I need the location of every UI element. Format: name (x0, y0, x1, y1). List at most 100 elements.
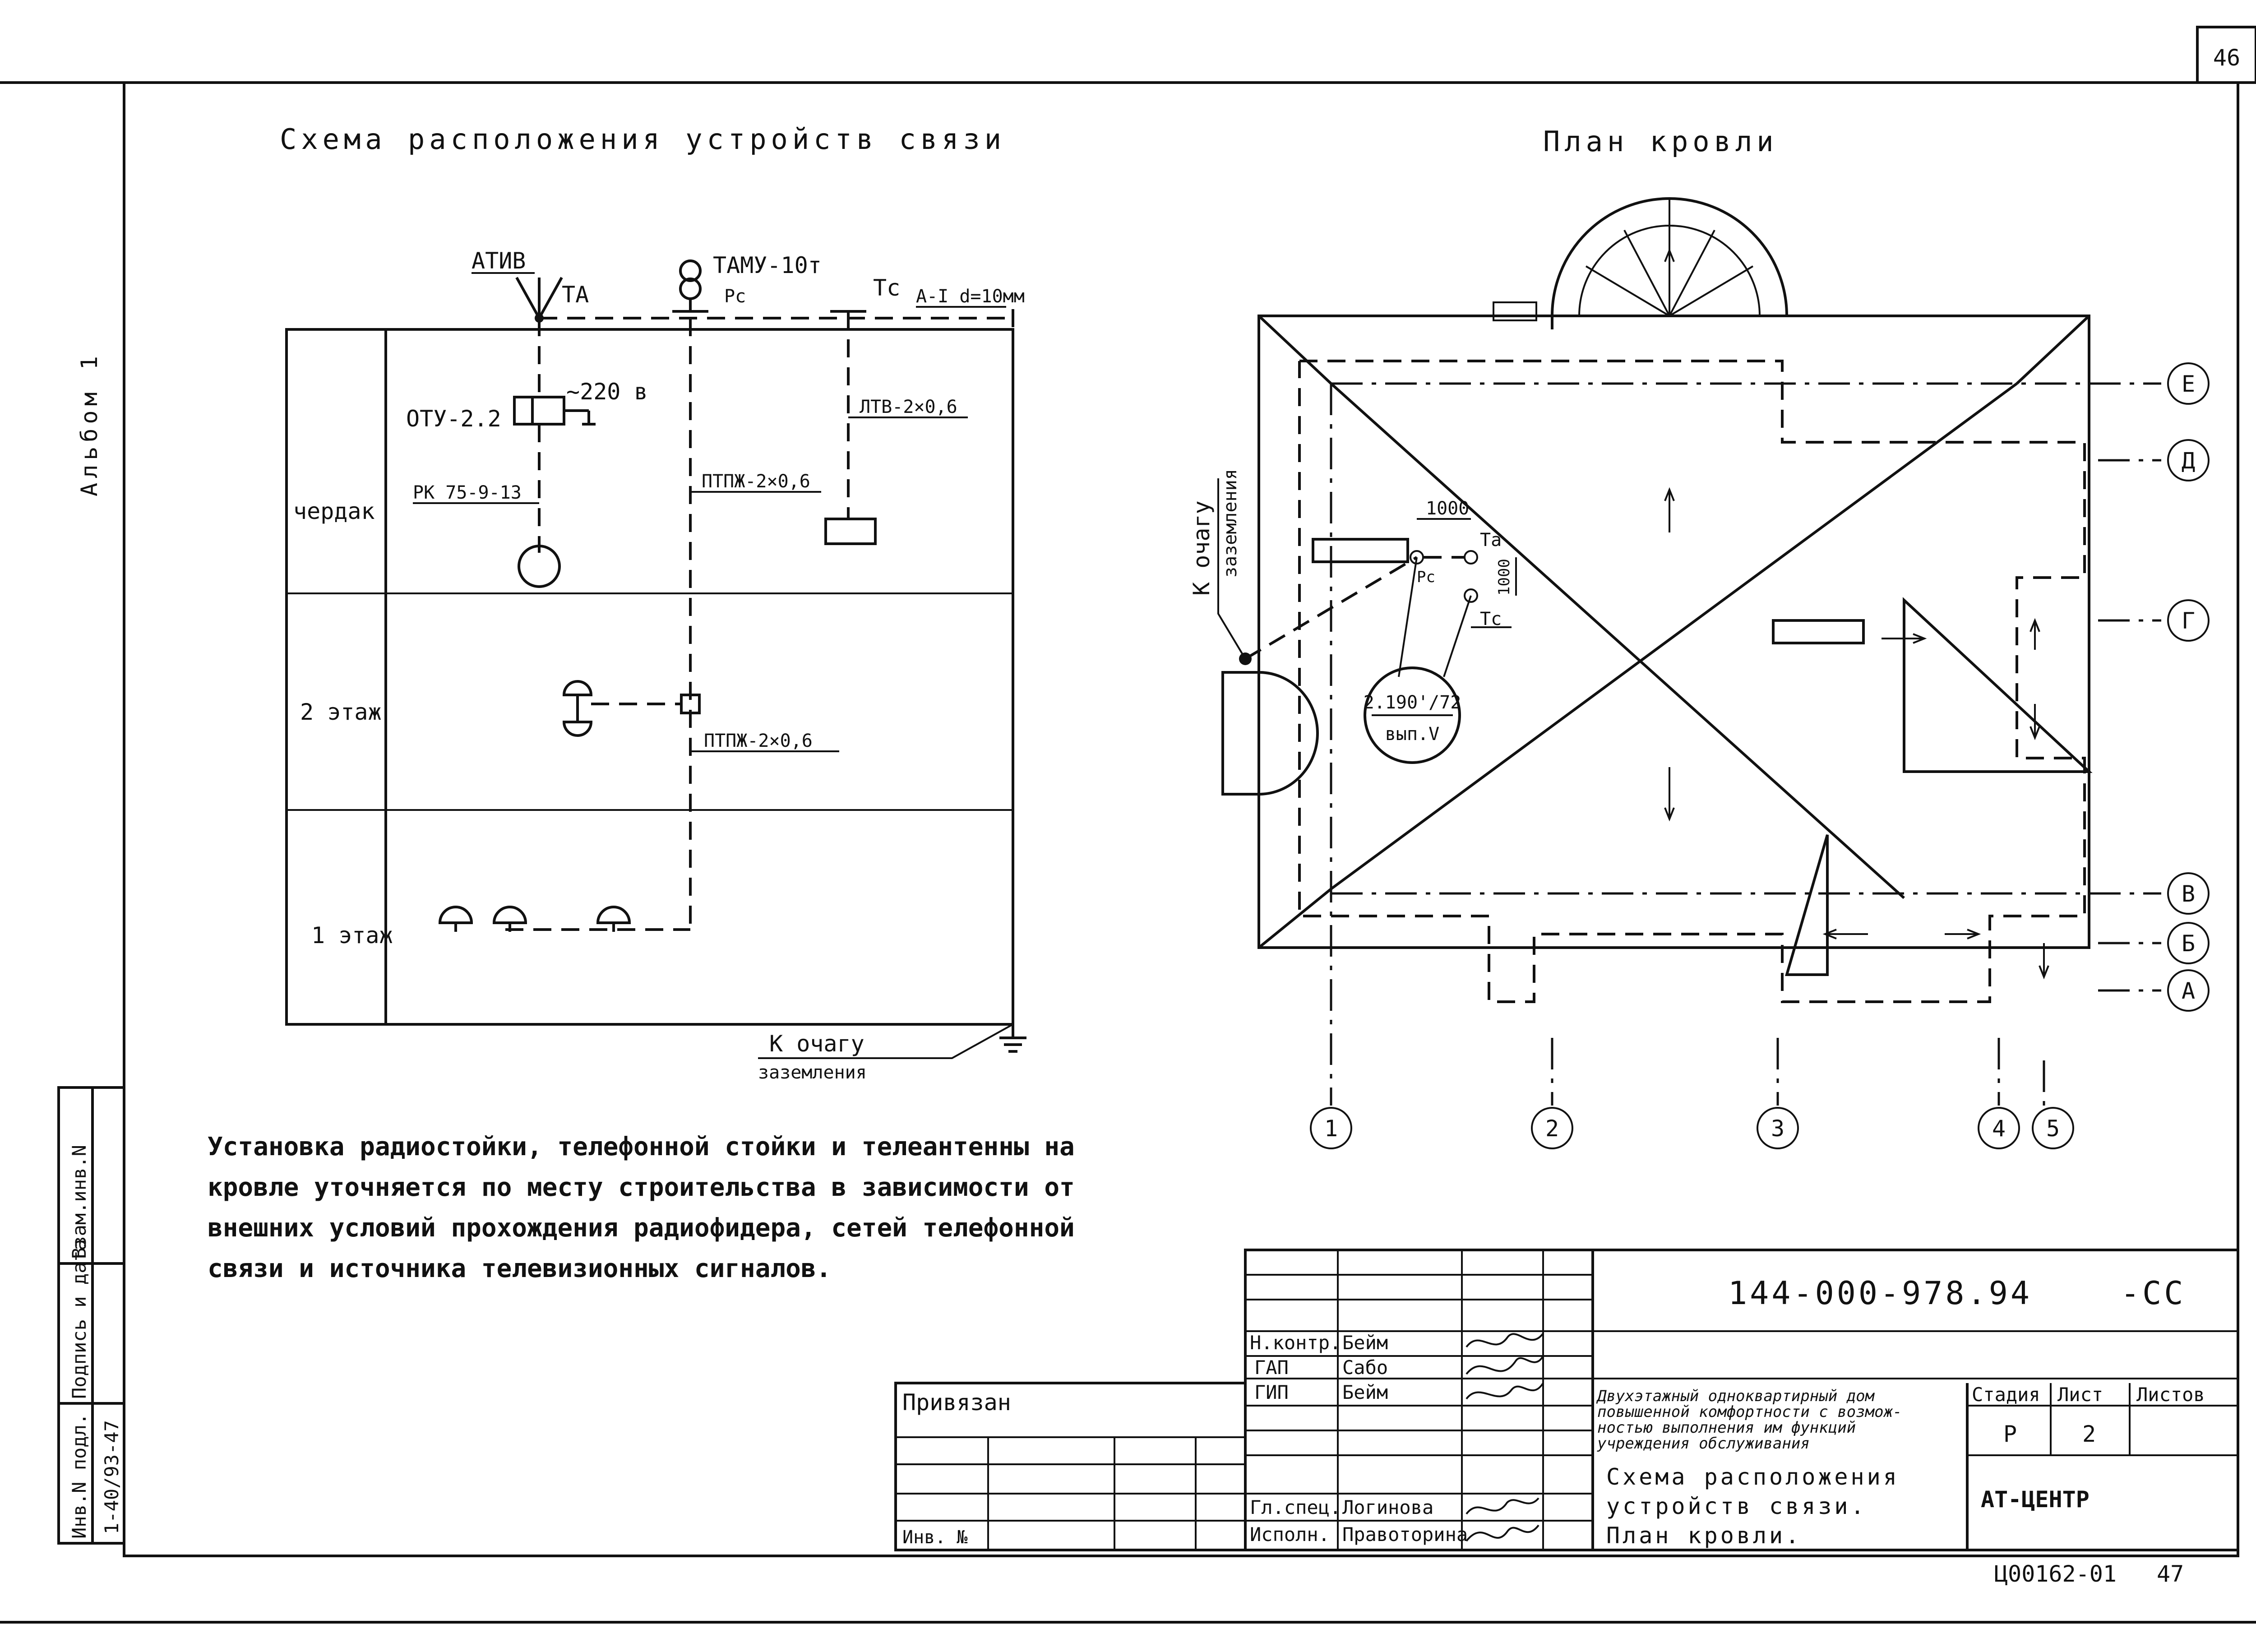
name-4: Логинова (1342, 1496, 1433, 1518)
svg-text:Г: Г (2182, 608, 2195, 634)
doc-suffix: -СС (2121, 1275, 2186, 1312)
dormer-bottom (1785, 834, 1829, 976)
roof-tc-label: Тс (1480, 609, 1502, 629)
ground-leader (758, 1023, 1013, 1059)
name-3: Бейм (1342, 1381, 1388, 1403)
speaker-2-icon (492, 906, 527, 932)
page-number: 46 (2213, 45, 2240, 71)
project-desc-3: ностью выполнения им функций (1597, 1419, 1856, 1437)
ta-label: ТА (562, 282, 589, 308)
side-stamp-inv: Инв.N подл. (68, 1413, 90, 1539)
note-line-3: внешних условий прохождения радиофидера,… (208, 1213, 1075, 1243)
ground-label-2: заземления (758, 1062, 867, 1083)
svg-text:Д: Д (2182, 448, 2195, 474)
role-2: ГАП (1254, 1356, 1289, 1379)
floor-label-1: 1 этаж (311, 922, 393, 949)
side-stamp-sign: Подпись и дата (68, 1239, 90, 1399)
project-desc-1: Двухэтажный одноквартирный дом (1596, 1387, 1875, 1405)
signature-5 (1465, 1524, 1539, 1542)
axis-bubble-G: Г (2167, 599, 2210, 642)
note-line-2: кровле уточняется по месту строительства… (208, 1173, 1075, 1202)
roof-bay (1493, 197, 1789, 329)
tamu-label: ТАМУ-10т (713, 252, 822, 278)
axis-bubble-3: 3 (1757, 1107, 1799, 1149)
axis-bubble-1: 1 (1310, 1107, 1352, 1149)
name-2: Сабо (1342, 1356, 1388, 1379)
roof-outline (1257, 315, 2090, 949)
stage-header: Стадия (1972, 1384, 2040, 1406)
roof-ridge-b (1330, 382, 2018, 890)
title-block (894, 1249, 2239, 1551)
sheet-title-2: устройств связи. (1606, 1493, 1867, 1519)
otu-box (513, 396, 565, 426)
sheet-header: Лист (2057, 1384, 2103, 1406)
side-stamp-inv-value: 1-40/93-47 (101, 1420, 123, 1534)
dim-1000-h: 1000 (1426, 498, 1469, 519)
stage-value: Р (2003, 1421, 2017, 1447)
rk-label: РК 75-9-13 (413, 482, 522, 503)
wall-outline (1298, 360, 2086, 1003)
side-stamp: Инв.N подл. 1-40/93-47 Подпись и дата Вз… (57, 1086, 125, 1545)
signature-4 (1465, 1497, 1539, 1515)
radio-outlet-icon (518, 545, 561, 588)
page-number-box (2196, 26, 2256, 84)
slope-arrows (1664, 248, 2049, 980)
axis-bubble-A: А (2167, 969, 2210, 1012)
pc-label: Рс (724, 286, 746, 307)
roof-plan-title: План кровли (1543, 125, 1778, 158)
ptpzh-label-2: ПТПЖ-2×0,6 (704, 731, 813, 751)
roof-pc-label: Рс (1417, 568, 1435, 586)
roof-ground-leader (1217, 478, 1246, 660)
reference-top: 2.190'/72 (1364, 692, 1461, 713)
svg-text:2: 2 (1545, 1115, 1559, 1142)
reference-bubble (1364, 666, 1461, 764)
radio-mast-icon (1410, 550, 1424, 565)
signature-1 (1465, 1333, 1544, 1348)
axis-bubble-D: Д (2167, 439, 2210, 481)
roof-hip-1 (1257, 315, 1332, 385)
note-line-1: Установка радиостойки, телефонной стойки… (208, 1132, 1075, 1161)
ai-label: А-I d=10мм (916, 286, 1025, 307)
company-name: АТ-ЦЕНТР (1981, 1486, 2090, 1513)
schematic-title: Схема расположения устройств связи (280, 123, 1006, 156)
dim-1000-v: 1000 (1495, 559, 1513, 596)
entrance-bay (1221, 671, 1260, 796)
phone-mast-icon (1464, 550, 1478, 565)
role-3: ГИП (1254, 1381, 1289, 1403)
vent-1 (1312, 538, 1409, 563)
reference-bottom: вып.V (1385, 724, 1439, 745)
axis-bubble-4: 4 (1978, 1107, 2020, 1149)
ltv-label: ЛТВ-2×0,6 (860, 397, 957, 417)
tc-label: Тс (873, 275, 900, 301)
project-desc-4: учреждения обслуживания (1597, 1435, 1810, 1453)
ativ-label: АТИВ (472, 248, 526, 274)
tv-mast-icon (1464, 588, 1478, 603)
sheet-title-3: План кровли. (1606, 1522, 1802, 1549)
privyazan-label: Привязан (902, 1389, 1011, 1416)
sheet-frame (123, 81, 2239, 1557)
role-4: Гл.спец. (1250, 1496, 1341, 1518)
roof-ridge-a (1330, 382, 1905, 899)
svg-text:3: 3 (1771, 1115, 1784, 1142)
stamp-page: 47 (2157, 1561, 2184, 1587)
dormer-right (1903, 597, 2093, 773)
svg-text:А: А (2182, 978, 2195, 1004)
sheets-header: Листов (2136, 1384, 2205, 1406)
tv-outlet-icon (824, 518, 877, 545)
name-1: Бейм (1342, 1332, 1388, 1354)
vent-2 (1772, 619, 1865, 644)
svg-text:В: В (2182, 881, 2195, 907)
ground-symbol (999, 1024, 1026, 1053)
roof-ground-label-1: К очагу (1188, 500, 1215, 596)
role-1: Н.контр. (1250, 1332, 1341, 1354)
sheet-title-1: Схема расположения (1606, 1464, 1900, 1490)
svg-text:4: 4 (1992, 1115, 2006, 1142)
axis-lines (1330, 382, 2161, 1106)
axis-bubble-5: 5 (2032, 1107, 2074, 1149)
stamp-number: Ц00162-01 (1994, 1561, 2117, 1587)
axis-bubble-V: В (2167, 872, 2210, 915)
floor-label-attic: чердак (293, 498, 375, 524)
sheet-value: 2 (2082, 1421, 2096, 1447)
roof-ground-label-2: заземления (1220, 469, 1241, 578)
svg-text:Б: Б (2182, 930, 2195, 957)
